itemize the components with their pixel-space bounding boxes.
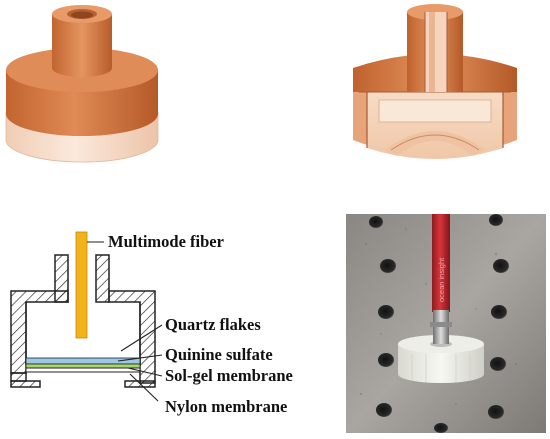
nylon-layer [25,367,141,373]
label-quinine-sulfate: Quinine sulfate [165,345,273,364]
solid-cap-render [0,0,175,170]
label-solgel-membrane: Sol-gel membrane [165,366,293,385]
label-quartz-flakes: Quartz flakes [165,315,261,334]
cross-section-schematic: Multimode fiber Quartz flakes Quinine su… [0,218,345,439]
label-multimode-fiber: Multimode fiber [108,232,224,251]
cutaway-cap-render [345,0,525,175]
quinine-layer [25,357,141,365]
probe-photo: ocean insight [346,214,546,433]
fiber [75,231,88,339]
pegboard-holes [369,214,509,433]
solgel-layer [25,363,141,369]
housing-section [10,254,156,388]
sheath-text: ocean insight [437,257,446,302]
label-nylon-membrane: Nylon membrane [165,397,288,416]
